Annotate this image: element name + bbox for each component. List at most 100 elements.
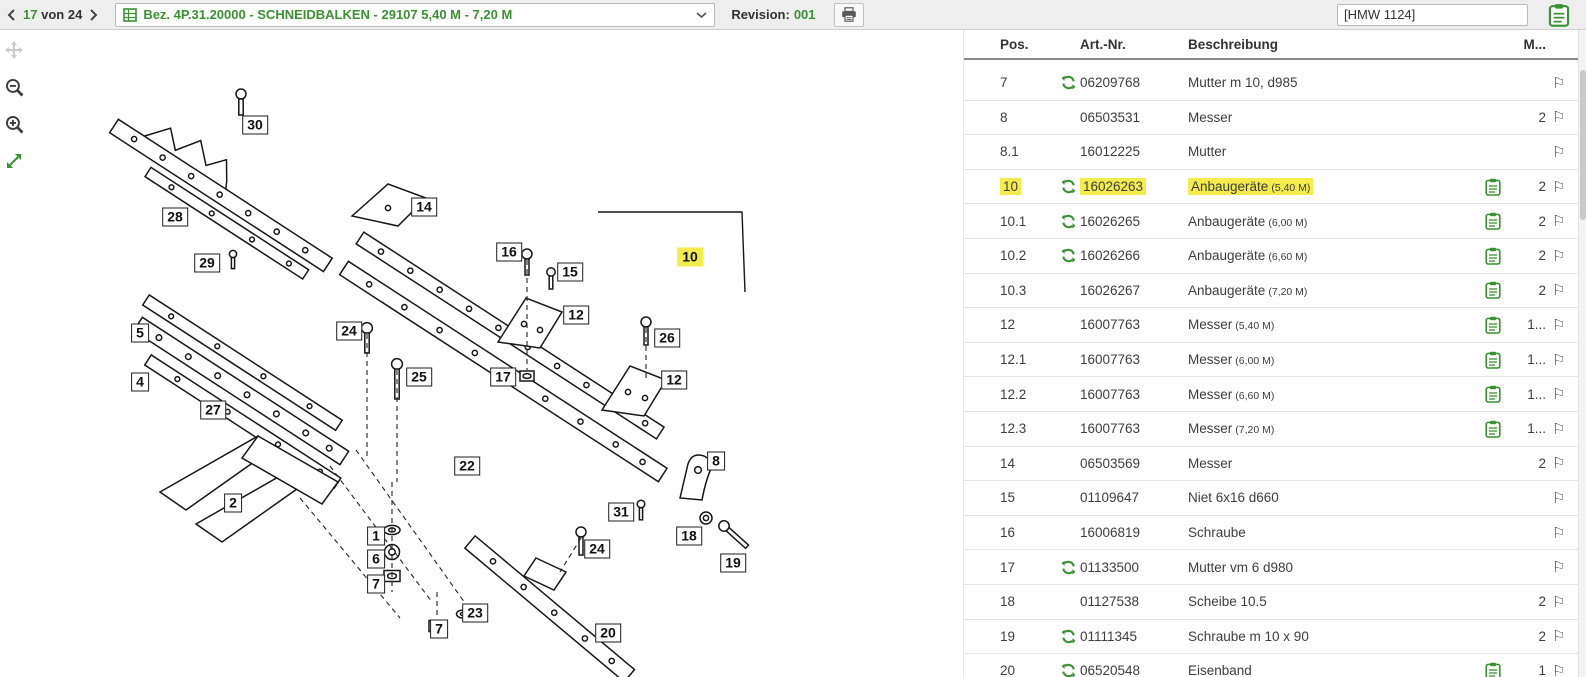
parts-table-header: Pos. Art.-Nr. Beschreibung M... <box>964 30 1578 60</box>
flag-icon: ⚐ <box>1552 489 1566 507</box>
filter-input[interactable] <box>1337 3 1528 26</box>
next-page-button[interactable] <box>85 4 101 26</box>
part-label-7[interactable]: 7 <box>430 619 448 639</box>
part-label-15[interactable]: 15 <box>557 262 583 282</box>
flag-cell[interactable]: ⚐ <box>1552 247 1578 265</box>
table-row[interactable]: 16 16006819 Schraube ⚐ <box>964 516 1578 551</box>
part-label-8[interactable]: 8 <box>707 451 725 471</box>
clipboard-icon[interactable] <box>1485 385 1501 403</box>
part-label-24[interactable]: 24 <box>336 321 362 341</box>
clipboard-icon[interactable] <box>1485 351 1501 369</box>
table-row[interactable]: 19 01111345 Schraube m 10 x 90 2 ⚐ <box>964 620 1578 655</box>
flag-cell[interactable]: ⚐ <box>1552 178 1578 196</box>
page-total: 24 <box>67 7 83 22</box>
clipboard-icon[interactable] <box>1485 662 1501 677</box>
zoom-in-button[interactable] <box>2 112 26 136</box>
part-label-22[interactable]: 22 <box>454 456 480 476</box>
prev-page-button[interactable] <box>4 4 20 26</box>
part-label-25[interactable]: 25 <box>406 367 432 387</box>
table-row[interactable]: 12.1 16007763 Messer(6,00 M) 1... ⚐ <box>964 343 1578 378</box>
flag-cell[interactable]: ⚐ <box>1552 558 1578 576</box>
part-label-16[interactable]: 16 <box>496 242 522 262</box>
zoom-out-button[interactable] <box>2 75 26 99</box>
part-label-7[interactable]: 7 <box>367 574 385 594</box>
flag-cell[interactable]: ⚐ <box>1552 351 1578 369</box>
flag-cell[interactable]: ⚐ <box>1552 662 1578 677</box>
flag-cell[interactable]: ⚐ <box>1552 143 1578 161</box>
notepad-button[interactable] <box>1548 3 1570 27</box>
fit-to-screen-button[interactable] <box>2 149 26 173</box>
part-label-12[interactable]: 12 <box>661 370 687 390</box>
flag-cell[interactable]: ⚐ <box>1552 627 1578 645</box>
part-label-5[interactable]: 5 <box>131 323 149 343</box>
clipboard-cell <box>1478 316 1508 334</box>
clipboard-icon[interactable] <box>1485 247 1501 265</box>
table-row[interactable]: 10 16026263 Anbaugeräte(5,40 M) 2 ⚐ <box>964 170 1578 205</box>
flag-cell[interactable]: ⚐ <box>1552 281 1578 299</box>
part-label-23[interactable]: 23 <box>462 603 488 623</box>
table-row[interactable]: 7 06209768 Mutter m 10, d985 ⚐ <box>964 66 1578 101</box>
part-label-26[interactable]: 26 <box>654 328 680 348</box>
part-label-10[interactable]: 10 <box>677 247 703 267</box>
flag-cell[interactable]: ⚐ <box>1552 454 1578 472</box>
flag-cell[interactable]: ⚐ <box>1552 316 1578 334</box>
table-row[interactable]: 12.2 16007763 Messer(6,60 M) 1... ⚐ <box>964 377 1578 412</box>
clipboard-icon[interactable] <box>1485 420 1501 438</box>
part-label-29[interactable]: 29 <box>194 253 220 273</box>
flag-cell[interactable]: ⚐ <box>1552 74 1578 92</box>
refresh-icon <box>1061 214 1075 229</box>
flag-cell[interactable]: ⚐ <box>1552 420 1578 438</box>
table-row[interactable]: 20 06520548 Eisenband 1 ⚐ <box>964 654 1578 677</box>
part-label-4[interactable]: 4 <box>131 372 149 392</box>
table-row[interactable]: 18 01127538 Scheibe 10.5 2 ⚐ <box>964 585 1578 620</box>
part-label-12[interactable]: 12 <box>563 305 589 325</box>
part-label-17[interactable]: 17 <box>490 367 516 387</box>
part-label-6[interactable]: 6 <box>367 549 385 569</box>
flag-icon: ⚐ <box>1552 593 1566 611</box>
clipboard-icon[interactable] <box>1485 212 1501 230</box>
part-label-30[interactable]: 30 <box>242 115 268 135</box>
refresh-icon <box>1061 629 1075 644</box>
print-button[interactable] <box>833 2 864 27</box>
scrollbar-thumb[interactable] <box>1580 70 1586 220</box>
art-cell: 06503531 <box>1080 109 1141 125</box>
part-label-1[interactable]: 1 <box>367 526 385 546</box>
clipboard-icon[interactable] <box>1485 281 1501 300</box>
clipboard-icon[interactable] <box>1485 316 1501 334</box>
part-label-31[interactable]: 31 <box>608 502 634 522</box>
part-label-18[interactable]: 18 <box>676 526 702 546</box>
flag-cell[interactable]: ⚐ <box>1552 593 1578 611</box>
table-row[interactable]: 10.1 16026265 Anbaugeräte(6,00 M) 2 ⚐ <box>964 204 1578 239</box>
table-row[interactable]: 14 06503569 Messer 2 ⚐ <box>964 447 1578 482</box>
flag-cell[interactable]: ⚐ <box>1552 524 1578 542</box>
flag-cell[interactable]: ⚐ <box>1552 108 1578 126</box>
part-label-2[interactable]: 2 <box>224 493 242 513</box>
diagram-toolbar <box>2 38 26 173</box>
part-label-24[interactable]: 24 <box>584 539 610 559</box>
flag-icon: ⚐ <box>1552 386 1566 404</box>
revision-label: Revision: <box>731 7 790 22</box>
table-scrollbar[interactable] <box>1578 30 1586 677</box>
refresh-cell <box>1056 248 1080 263</box>
part-label-19[interactable]: 19 <box>720 553 746 573</box>
flag-cell[interactable]: ⚐ <box>1552 385 1578 403</box>
flag-cell[interactable]: ⚐ <box>1552 212 1578 230</box>
part-label-20[interactable]: 20 <box>595 623 621 643</box>
pan-button[interactable] <box>2 38 26 62</box>
part-label-28[interactable]: 28 <box>162 207 188 227</box>
table-row[interactable]: 10.2 16026266 Anbaugeräte(6,60 M) 2 ⚐ <box>964 239 1578 274</box>
part-label-14[interactable]: 14 <box>411 197 437 217</box>
flag-cell[interactable]: ⚐ <box>1552 489 1578 507</box>
table-row[interactable]: 8 06503531 Messer 2 ⚐ <box>964 101 1578 136</box>
table-row[interactable]: 10.3 16026267 Anbaugeräte(7,20 M) 2 ⚐ <box>964 274 1578 309</box>
part-label-27[interactable]: 27 <box>200 400 226 420</box>
table-row[interactable]: 12.3 16007763 Messer(7,20 M) 1... ⚐ <box>964 412 1578 447</box>
table-row[interactable]: 17 01133500 Mutter vm 6 d980 ⚐ <box>964 550 1578 585</box>
table-row[interactable]: 15 01109647 Niet 6x16 d660 ⚐ <box>964 481 1578 516</box>
assembly-select[interactable]: Bez. 4P.31.20000 - SCHNEIDBALKEN - 29107… <box>115 2 716 27</box>
table-row[interactable]: 8.1 16012225 Mutter ⚐ <box>964 135 1578 170</box>
table-row[interactable]: 12 16007763 Messer(5,40 M) 1... ⚐ <box>964 308 1578 343</box>
art-cell: 16026265 <box>1080 213 1141 229</box>
clipboard-icon[interactable] <box>1485 178 1501 196</box>
